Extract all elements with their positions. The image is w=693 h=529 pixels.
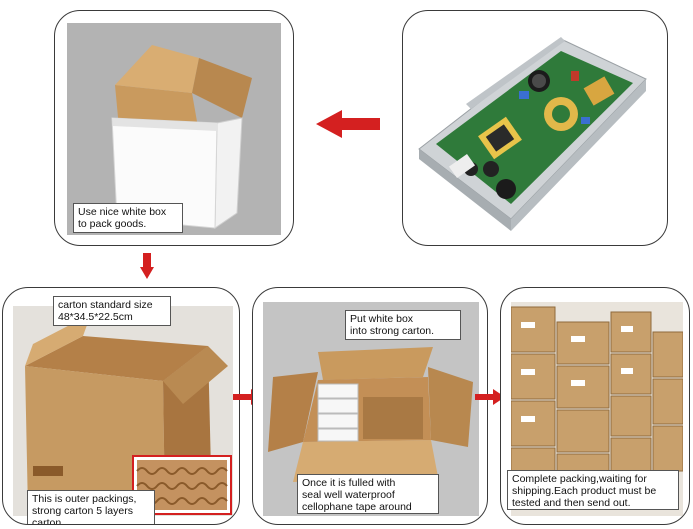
panel-warehouse: Complete packing,waiting for shipping.Ea… [500,287,690,525]
arrow-left-icon [316,110,380,138]
panel-taping: Put white box into strong carton. Once i… [252,287,488,525]
panel-pcb [402,10,668,246]
taping-bottom-callout: Once it is fulled with seal well waterpr… [297,474,439,514]
panel-carton: carton standard size 48*34.5*22.5cm This… [2,287,240,525]
pcb-photo [411,19,659,237]
white-box-callout: Use nice white box to pack goods. [73,203,183,233]
taping-top-callout: Put white box into strong carton. [345,310,461,340]
arrow-down-icon [140,253,154,279]
warehouse-callout: Complete packing,waiting for shipping.Ea… [507,470,679,510]
carton-photo [13,306,233,516]
arrow-right-icon [475,389,505,405]
white-box-photo [67,23,281,235]
panel-white-box: Use nice white box to pack goods. [54,10,294,246]
carton-layers-callout: This is outer packings, strong carton 5 … [27,490,155,524]
carton-size-callout: carton standard size 48*34.5*22.5cm [53,296,171,326]
